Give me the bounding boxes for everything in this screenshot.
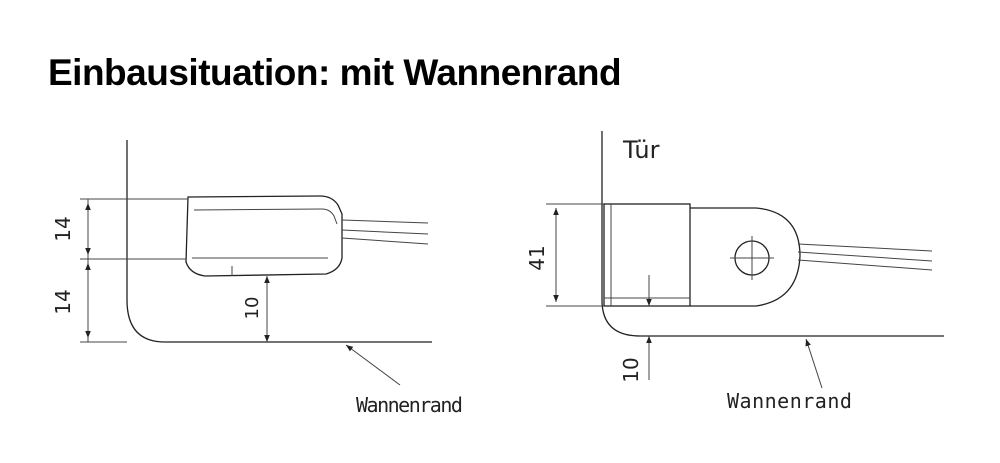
left-wall-and-rim — [126, 140, 432, 343]
right-rim-label: Wannenrand — [727, 389, 852, 413]
left-seal-profile — [185, 195, 343, 277]
left-view: 14 14 10 Wannenrand — [51, 140, 463, 417]
page-title: Einbausituation: mit Wannenrand — [48, 52, 622, 93]
right-view: Tür 41 10 Wannenrand — [525, 131, 944, 413]
right-door-label: Tür — [622, 136, 660, 164]
right-door-and-rim — [601, 131, 944, 337]
right-seal-block — [603, 203, 691, 307]
right-dim-gap-label: 10 — [619, 357, 643, 382]
left-dim-upper-label: 14 — [51, 216, 75, 241]
left-dim-lower-label: 14 — [51, 289, 75, 314]
left-rim-label: Wannenrand — [356, 393, 462, 417]
right-seal-lug — [690, 207, 801, 307]
right-dim-height-label: 41 — [525, 245, 549, 270]
left-dim-gap-label: 10 — [242, 297, 263, 320]
